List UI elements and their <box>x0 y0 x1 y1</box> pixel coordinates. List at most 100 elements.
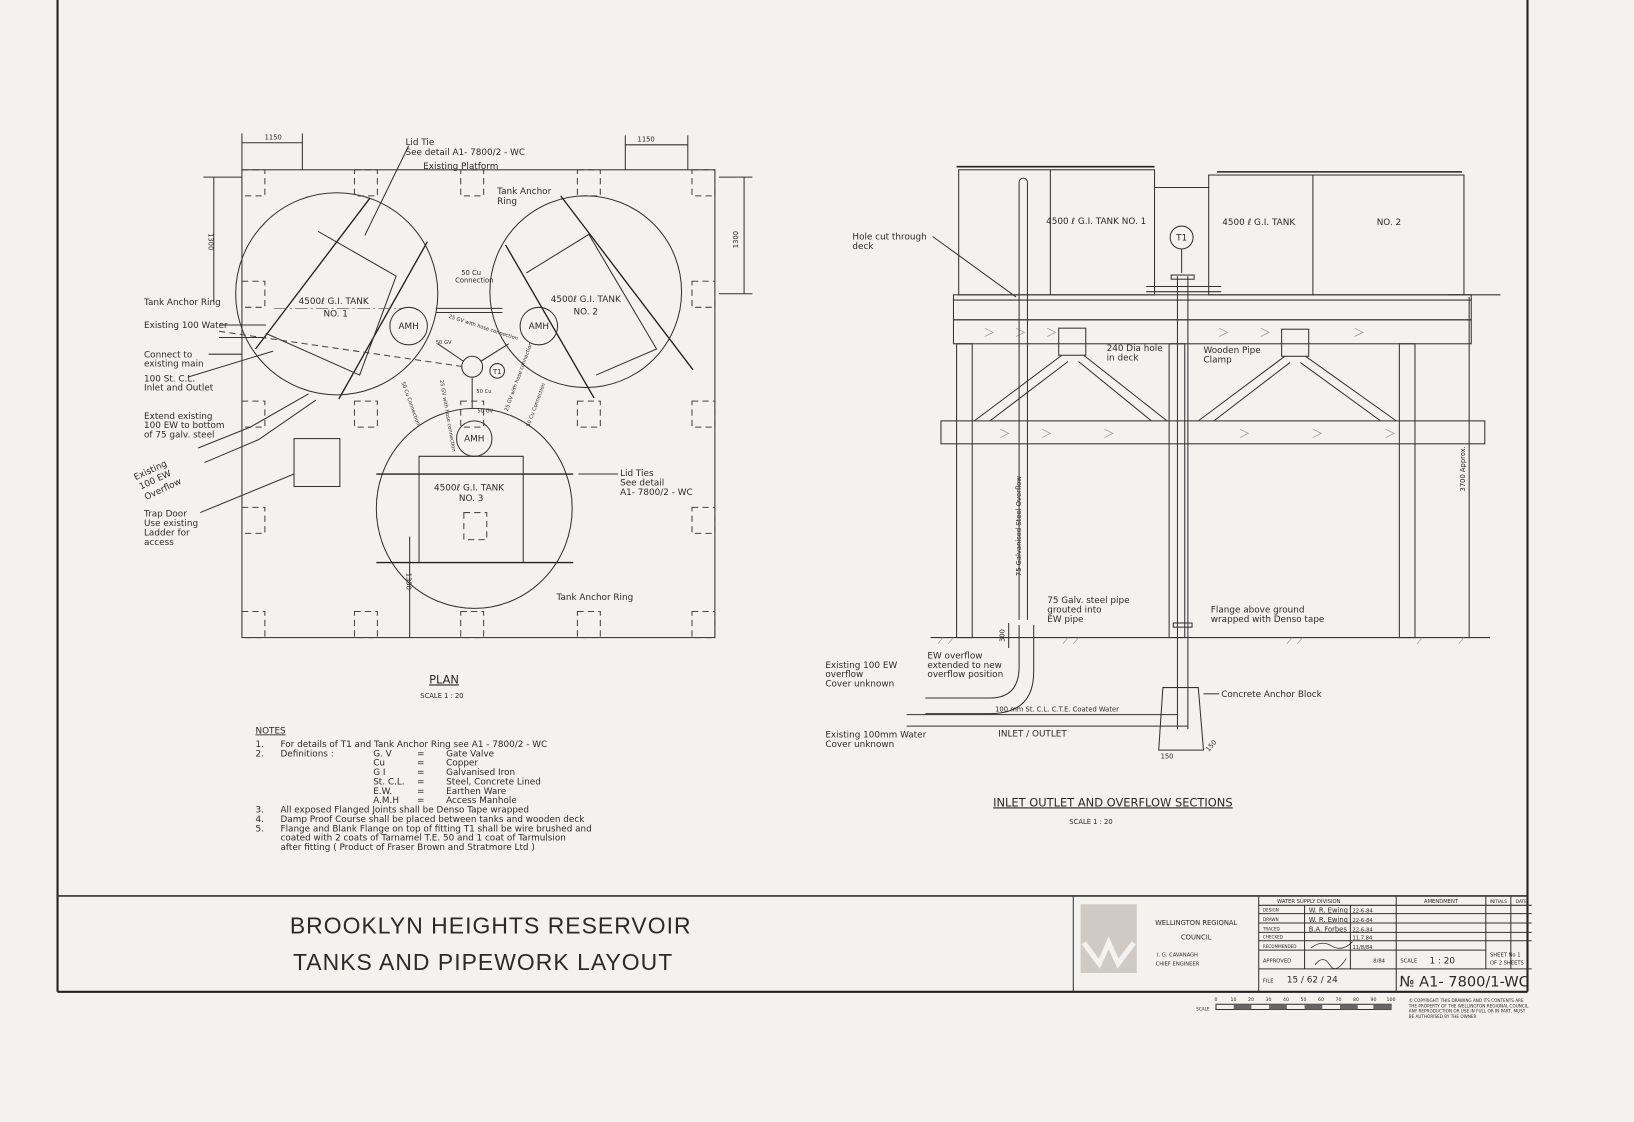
ew-ext-label-2: extended to new <box>927 661 1001 671</box>
inlet-outlet-label-2: Inlet and Outlet <box>144 384 214 394</box>
def-meaning: Copper <box>446 759 478 769</box>
plan-annotations: Lid Tie See detail A1- 7800/2 - WC Exist… <box>133 138 693 700</box>
trap-door-label-4: access <box>144 538 174 548</box>
council-name-2: COUNCIL <box>1181 934 1212 942</box>
def-meaning: Gate Valve <box>446 749 494 759</box>
grouted-label-1: 75 Galv. steel pipe <box>1047 596 1129 606</box>
section-scale: SCALE 1 : 20 <box>1069 818 1112 826</box>
notes-heading: NOTES <box>255 726 286 736</box>
row-role: APPROVED <box>1263 959 1291 965</box>
row-date: 11.7.84 <box>1352 936 1372 942</box>
grouted-label-3: EW pipe <box>1047 615 1083 625</box>
concrete-anchor-block <box>1158 687 1205 751</box>
section-tank-2-label: 4500 ℓ G.I. TANK <box>1222 218 1295 228</box>
def-eq: = <box>417 759 424 769</box>
def-abbr: A.M.H <box>373 796 399 806</box>
note-1-num: 1. <box>255 740 263 750</box>
scale-label: SCALE <box>1400 959 1417 965</box>
flange-label-2: wrapped with Denso tape <box>1211 615 1325 625</box>
cu50-label: 50 Cu <box>476 389 491 395</box>
def-eq: = <box>417 787 424 797</box>
def-meaning: Earthen Ware <box>446 787 506 797</box>
extend-label-2: 100 EW to bottom <box>144 421 225 431</box>
row-role: CHECKED <box>1263 935 1283 940</box>
tank-3-label: 4500ℓ G.I. TANK <box>434 484 504 494</box>
note-5-line-3: after fitting ( Product of Fraser Brown … <box>280 843 534 853</box>
tank-anchor-ring-bottom: Tank Anchor Ring <box>556 593 634 603</box>
drawing-number: № A1- 7800/1-WC <box>1399 974 1529 991</box>
row-date: 11/8/84 <box>1352 945 1373 951</box>
hole-label-2: deck <box>852 242 874 252</box>
scalebar-tick-label: 70 <box>1336 997 1342 1003</box>
trap-door-label-3: Ladder for <box>144 528 190 538</box>
row-date: 22-6-84 <box>1352 927 1373 933</box>
note-1: For details of T1 and Tank Anchor Ring s… <box>280 740 547 750</box>
water-pipe-label: 100 mm St. C.L. C.T.E. Coated Water <box>995 706 1119 714</box>
row-name: B.A. Forbes <box>1309 925 1348 933</box>
scalebar-tick-label: 50 <box>1301 997 1307 1003</box>
plan-title: PLAN <box>429 672 459 686</box>
access-manholes: AMH AMH AMH <box>389 306 559 457</box>
council-logo <box>1080 904 1137 974</box>
scale-value: 1 : 20 <box>1430 957 1456 967</box>
tank-1-label: 4500ℓ G.I. TANK <box>299 297 369 307</box>
scalebar-tick-label: 80 <box>1353 997 1359 1003</box>
def-eq: = <box>417 768 424 778</box>
note-4-num: 4. <box>255 815 263 825</box>
initials-header: INITIALS <box>1490 899 1507 904</box>
ew-ext-label-1: EW overflow <box>927 651 982 661</box>
council-name-1: WELLINGTON REGIONAL <box>1155 919 1237 927</box>
def-eq: = <box>417 749 424 759</box>
sheet-number: SHEET No 1 <box>1490 952 1521 958</box>
exist-water-label-2: Cover unknown <box>825 740 894 750</box>
tank-anchor-ring-left: Tank Anchor Ring <box>143 298 221 308</box>
note-3: All exposed Flanged Joints shall be Dens… <box>280 806 529 816</box>
row-role: TRACED <box>1262 926 1280 931</box>
amh-label-2: AMH <box>529 322 549 332</box>
t1-fitting-plan: T1 <box>218 307 509 409</box>
dim-right-height: 1300 <box>732 231 740 248</box>
scalebar-label: SCALE <box>1196 1007 1210 1012</box>
def-abbr: G. V <box>373 749 392 759</box>
row-name: W. R. Ewing <box>1309 916 1348 924</box>
timber-stand <box>940 294 1486 639</box>
scalebar-tick-label: 30 <box>1266 997 1272 1003</box>
lid-tie-label: Lid Tie <box>405 138 434 148</box>
existing-water-label: Existing 100 Water <box>144 321 228 331</box>
def-abbr: G I <box>373 768 385 778</box>
def-meaning: Steel, Concrete Lined <box>446 777 541 787</box>
exist-water-label-1: Existing 100mm Water <box>825 731 926 741</box>
exist-ew-label-1: Existing 100 EW <box>825 661 897 671</box>
tank-3-number: NO. 3 <box>459 494 483 504</box>
dim-150-a: 150 <box>1161 752 1174 760</box>
clamp-label-1: Wooden Pipe <box>1204 346 1261 356</box>
signature-table: WATER SUPPLY DIVISION AMENDMENT INITIALS… <box>1258 895 1532 992</box>
section-tank-2-number: NO. 2 <box>1377 218 1401 228</box>
dim-left-width: 1150 <box>265 134 282 142</box>
copyright-4: BE AUTHORISED BY THE OWNER <box>1409 1014 1477 1019</box>
flange-label-1: Flange above ground <box>1211 606 1305 616</box>
date-header: DATE <box>1516 899 1527 904</box>
file-number: 15 / 62 / 24 <box>1287 975 1338 985</box>
engineer-title: CHIEF ENGINEER <box>1156 962 1200 968</box>
section-view: 4500 ℓ G.I. TANK NO. 1 4500 ℓ G.I. TANK … <box>825 165 1501 826</box>
copyright-2: THE PROPERTY OF THE WELLINGTON REGIONAL … <box>1408 1003 1529 1008</box>
drawing-title-line-2: TANKS AND PIPEWORK LAYOUT <box>293 949 673 975</box>
amh-label-1: AMH <box>398 322 418 332</box>
lid-ties-label-3: A1- 7800/2 - WC <box>620 488 693 498</box>
plan-scale: SCALE 1 : 20 <box>420 692 463 700</box>
scalebar-tick-label: 100 <box>1387 997 1396 1003</box>
division-label: WATER SUPPLY DIVISION <box>1277 899 1341 905</box>
amh-label-3: AMH <box>464 435 484 445</box>
cu-connection-label: 50 Cu <box>461 269 481 277</box>
section-tank-1-label: 4500 ℓ G.I. TANK NO. 1 <box>1046 217 1146 227</box>
connect-main-label: Connect to <box>144 350 192 360</box>
dia-hole-label-2: in deck <box>1107 353 1140 363</box>
inlet-pipe-section: T1 <box>906 225 1222 751</box>
note-5: Flange and Blank Flange on top of fittin… <box>280 824 591 834</box>
note-5-num: 5. <box>255 824 263 834</box>
lid-tie-ref: See detail A1- 7800/2 - WC <box>405 148 524 158</box>
